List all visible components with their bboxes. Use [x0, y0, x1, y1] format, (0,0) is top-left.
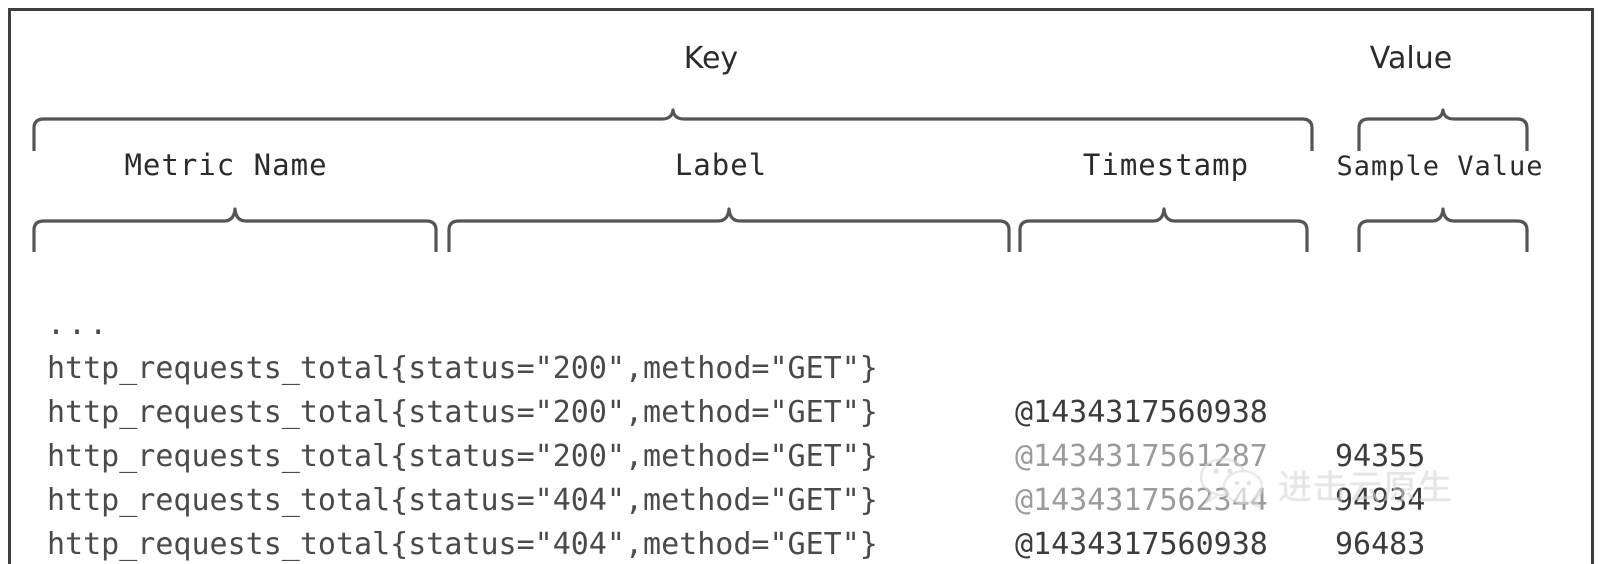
- column-caption-metric-name: Metric Name: [124, 148, 328, 182]
- series-text: http_requests_total{status="404",method=…: [47, 483, 878, 518]
- column-caption-label: Label: [674, 148, 768, 182]
- series-text: http_requests_total{status="404",method=…: [47, 527, 878, 562]
- brace-label: [443, 204, 1021, 252]
- sample-row: http_requests_total{status="404",method=…: [47, 479, 1587, 562]
- column-caption-timestamp: Timestamp: [1082, 148, 1250, 182]
- series-text: http_requests_total{status="200",method=…: [47, 439, 878, 474]
- sample-value-text: 94355: [1335, 439, 1426, 474]
- column-caption-sample-value: Sample Value: [1336, 151, 1544, 182]
- sample-value-text: 94934: [1335, 483, 1426, 518]
- series-text: http_requests_total{status="200",method=…: [47, 351, 878, 386]
- ellipsis-row: ...: [47, 259, 1587, 342]
- group-caption-value: Value: [1369, 41, 1453, 76]
- sample-row: http_requests_total{status="200",method=…: [47, 303, 1587, 474]
- brace-sample-value: [1353, 204, 1533, 252]
- group-caption-key: Key: [683, 41, 739, 76]
- series-text: http_requests_total{status="200",method=…: [47, 395, 878, 430]
- brace-metric-name: [28, 204, 448, 252]
- timestamp-text: @1434317560938: [1015, 395, 1268, 430]
- sample-value-text: 96483: [1335, 527, 1426, 562]
- brace-value: [1353, 106, 1533, 151]
- figure-frame: Key Value Metric Name Label Timestamp Sa…: [8, 8, 1594, 564]
- brace-key: [28, 106, 1318, 151]
- timestamp-text: @1434317560938: [1015, 527, 1268, 562]
- sample-row: http_requests_total{status="404",method=…: [47, 523, 1587, 564]
- sample-row: http_requests_total{status="404",method=…: [47, 435, 1587, 562]
- sample-rows: ... http_requests_total{status="200",met…: [47, 259, 1587, 564]
- brace-timestamp: [1014, 204, 1319, 252]
- sample-row: http_requests_total{status="200",method=…: [47, 347, 1587, 518]
- ellipsis-text: ...: [47, 307, 111, 342]
- sample-row: http_requests_total{status="200",method=…: [47, 391, 1587, 562]
